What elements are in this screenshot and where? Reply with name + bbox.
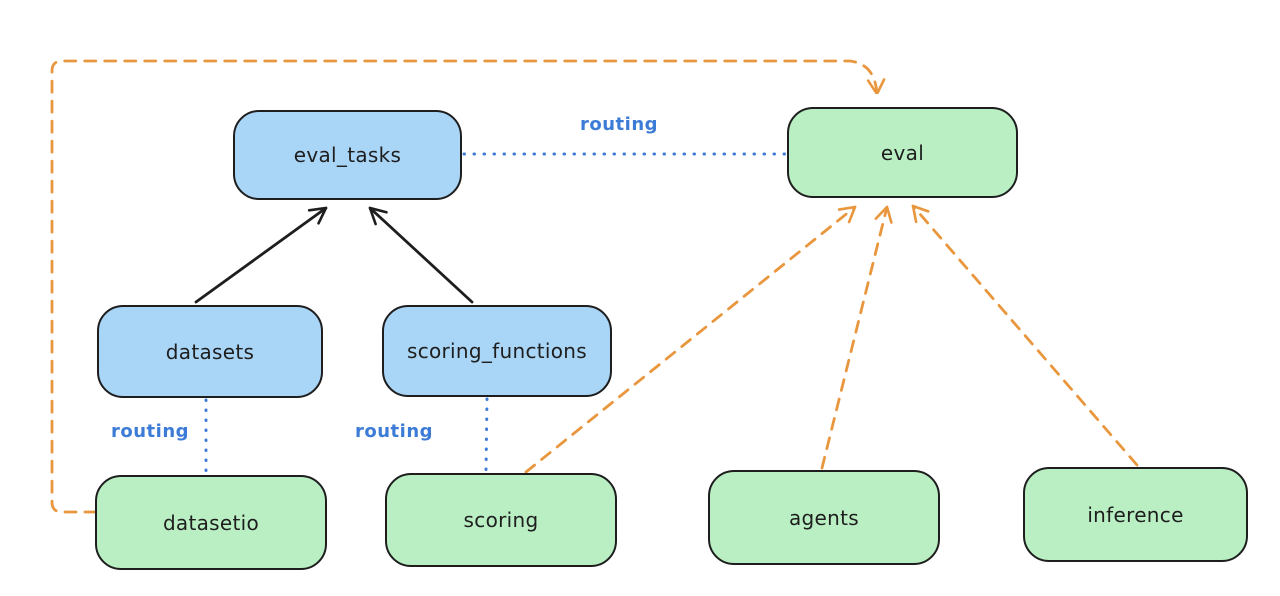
edge-scoring-functions-to-eval-tasks xyxy=(370,208,474,304)
node-inference-label: inference xyxy=(1087,502,1184,527)
node-scoring-functions-label: scoring_functions xyxy=(406,339,588,363)
edge-datasets-to-eval-tasks xyxy=(194,208,326,304)
node-scoring-functions: scoring_functions xyxy=(382,305,612,397)
node-eval-tasks-label: eval_tasks xyxy=(293,143,402,167)
node-datasets-label: datasets xyxy=(165,339,255,364)
edge-agents-to-eval xyxy=(820,207,887,470)
node-eval-tasks: eval_tasks xyxy=(233,110,462,200)
edge-scoring-functions-to-scoring-routing xyxy=(484,397,489,472)
node-eval: eval xyxy=(787,107,1018,198)
node-datasetio-label: datasetio xyxy=(162,510,260,535)
node-datasets: datasets xyxy=(97,305,323,398)
node-scoring-label: scoring xyxy=(463,508,539,532)
node-datasetio: datasetio xyxy=(95,475,327,570)
node-eval-label: eval xyxy=(880,140,925,165)
node-scoring: scoring xyxy=(385,473,617,567)
edge-label-routing-datasets-datasetio: routing xyxy=(111,421,190,442)
edge-datasetio-to-eval-loop xyxy=(50,59,877,514)
node-agents: agents xyxy=(708,470,940,565)
node-agents-label: agents xyxy=(789,505,859,530)
node-inference: inference xyxy=(1023,467,1248,562)
edge-label-routing-scoring-functions-scoring: routing xyxy=(355,421,434,442)
edge-label-routing-eval-tasks-eval: routing xyxy=(580,114,659,135)
edge-inference-to-eval xyxy=(913,206,1139,467)
